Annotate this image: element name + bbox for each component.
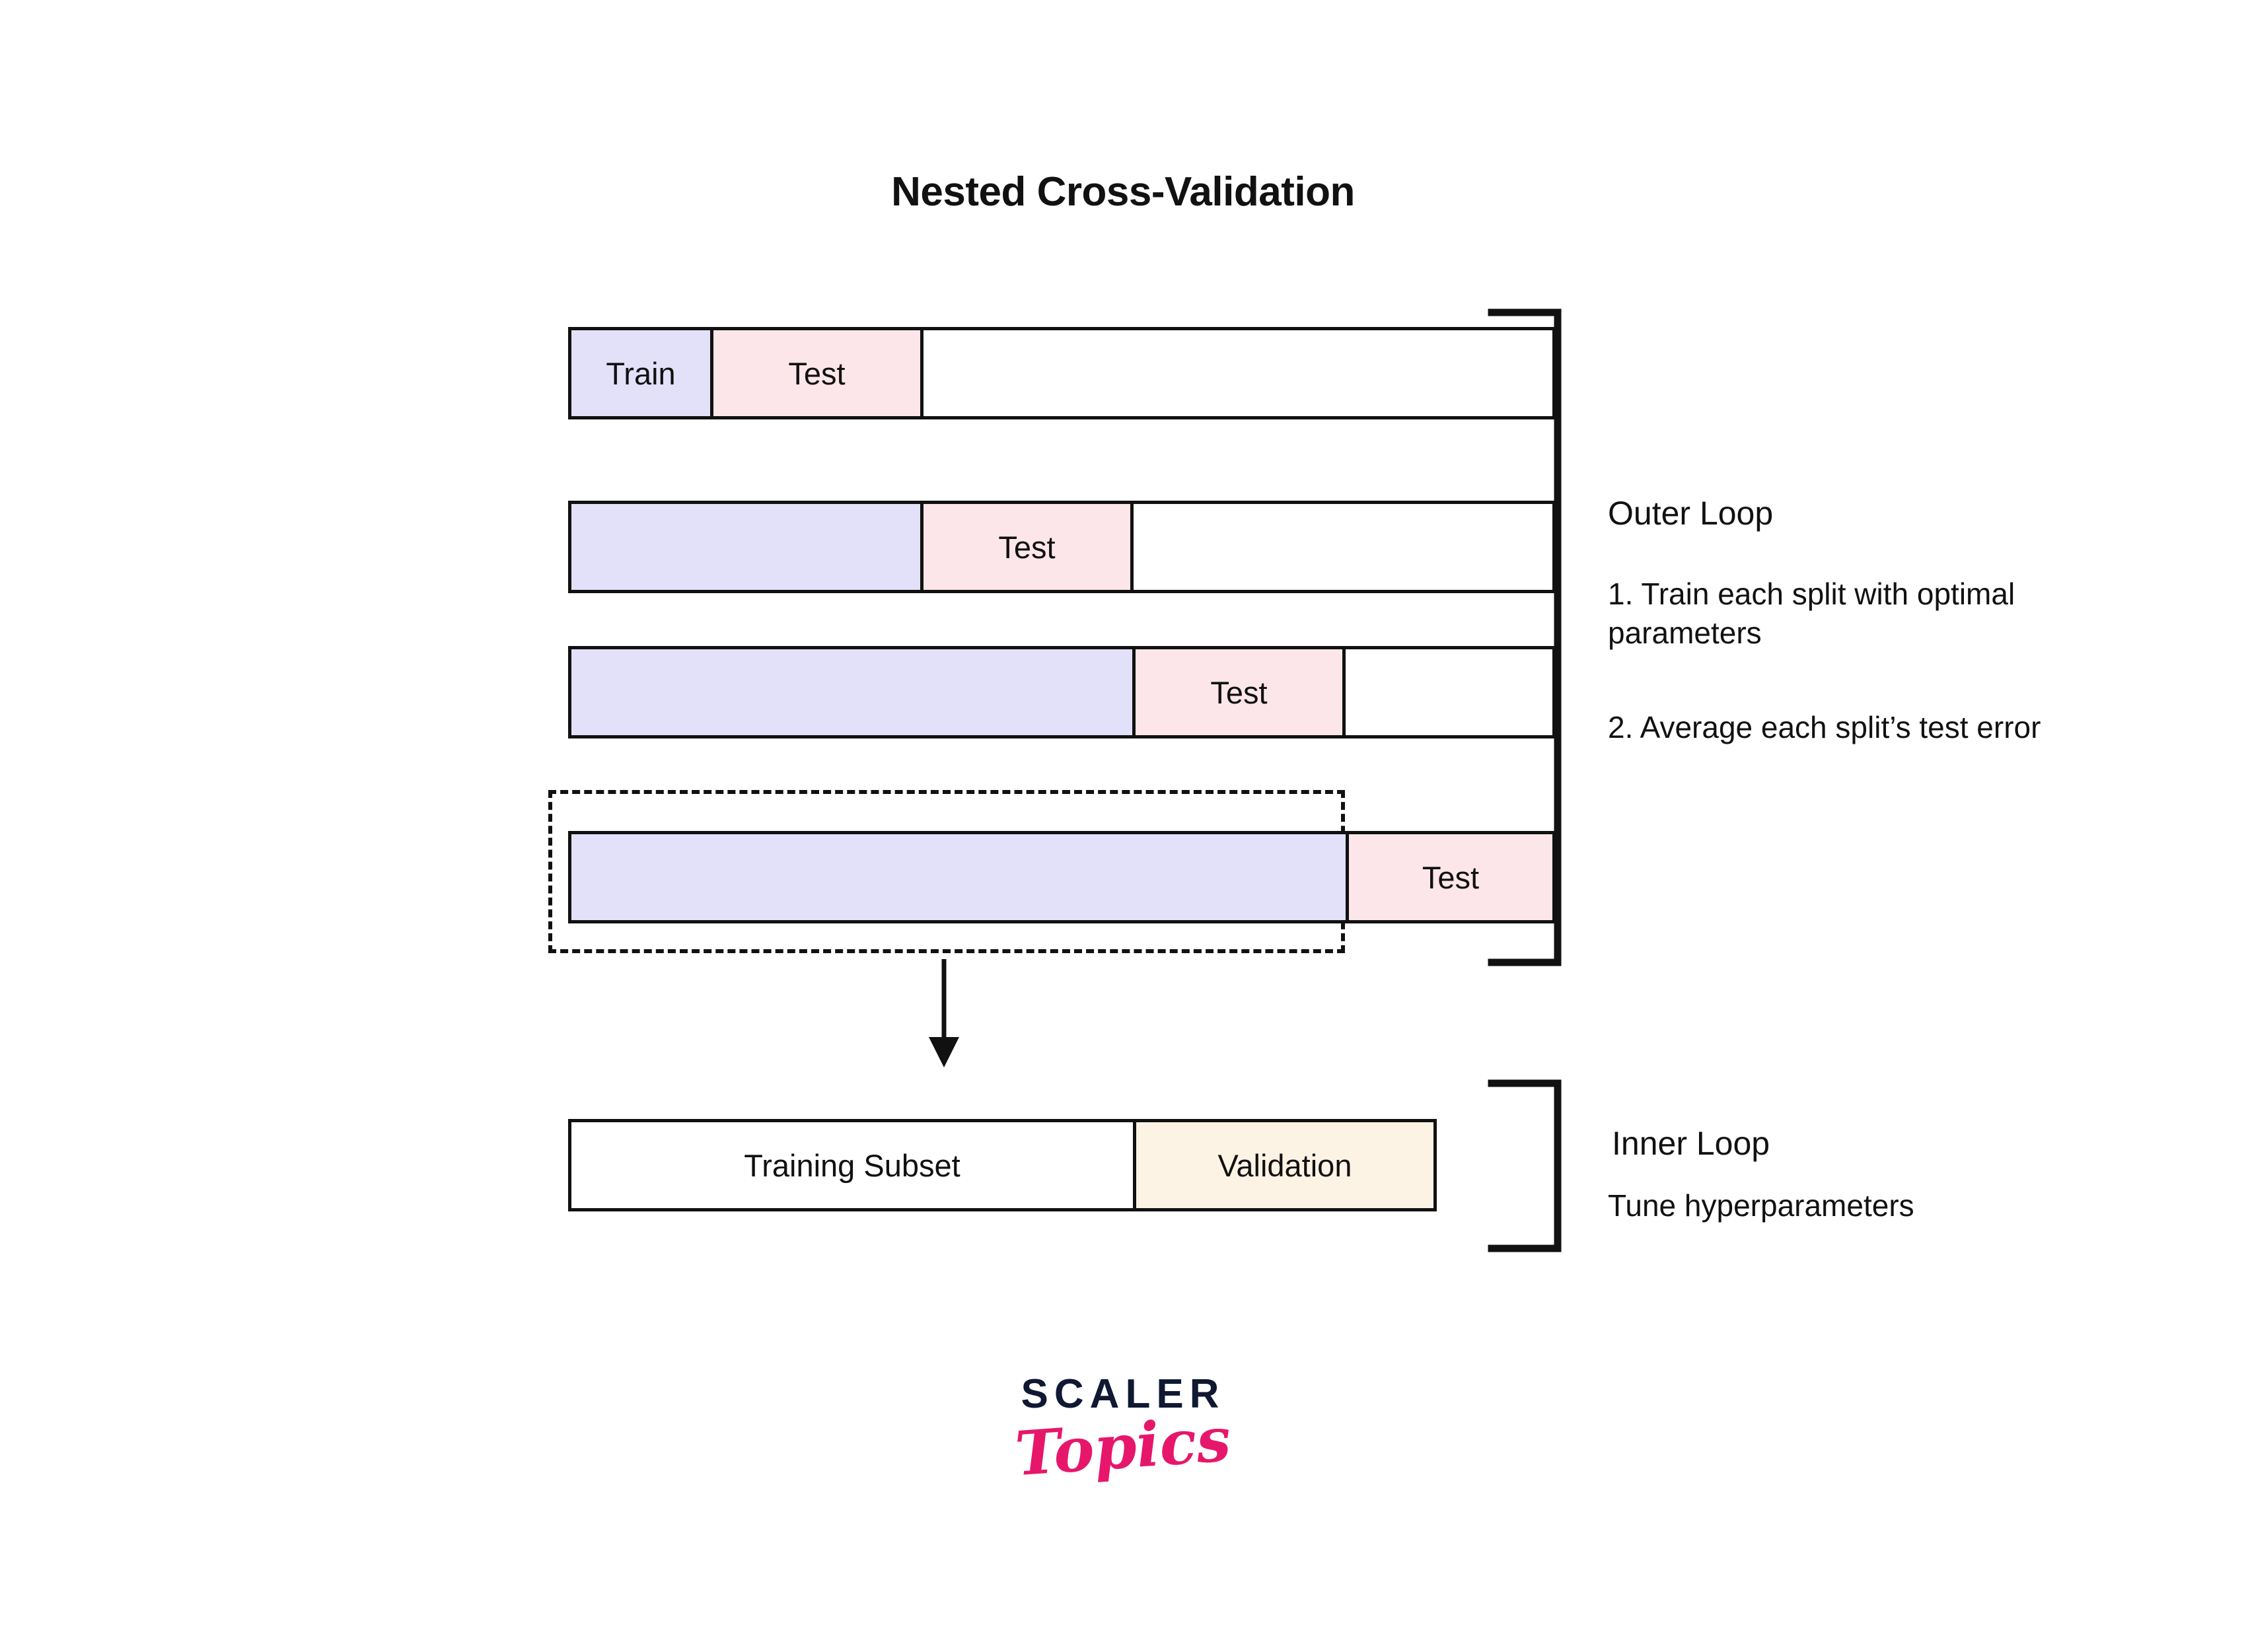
- segment-test: Test: [1132, 649, 1342, 735]
- segment-unused: [920, 330, 1552, 416]
- segment-train: [571, 834, 1346, 920]
- page-title: Nested Cross-Validation: [891, 169, 1355, 215]
- segment-test: Test: [1346, 834, 1552, 920]
- segment-unused: [1130, 504, 1552, 590]
- inner-loop-bracket: [1488, 1079, 1562, 1252]
- segment-unused: [1342, 649, 1552, 735]
- fold-row-4: Test: [568, 831, 1556, 923]
- segment-test: Test: [710, 330, 920, 416]
- outer-loop-heading: Outer Loop: [1608, 495, 1774, 532]
- inner-loop-row: Training Subset Validation: [568, 1119, 1437, 1211]
- logo-primary-text: SCALER: [1021, 1371, 1225, 1417]
- outer-loop-step-2: 2. Average each split’s test error: [1608, 710, 2041, 744]
- inner-loop-heading: Inner Loop: [1612, 1125, 1770, 1162]
- fold-row-3: Test: [568, 646, 1556, 738]
- segment-test: Test: [920, 504, 1130, 590]
- segment-train: [571, 504, 920, 590]
- segment-train: [571, 649, 1132, 735]
- fold-row-2: Test: [568, 501, 1556, 593]
- outer-loop-step-1: 1. Train each split with optimal paramet…: [1608, 577, 2015, 650]
- fold-row-1: Train Test: [568, 327, 1556, 419]
- inner-loop-description: Tune hyperparameters: [1608, 1188, 1914, 1223]
- outer-loop-bracket: [1488, 308, 1562, 966]
- segment-validation: Validation: [1133, 1122, 1433, 1208]
- down-arrow: [929, 959, 959, 1067]
- segment-train: Train: [571, 330, 710, 416]
- segment-training-subset: Training Subset: [571, 1122, 1133, 1208]
- scaler-topics-logo: SCALER Topics: [0, 1371, 2246, 1490]
